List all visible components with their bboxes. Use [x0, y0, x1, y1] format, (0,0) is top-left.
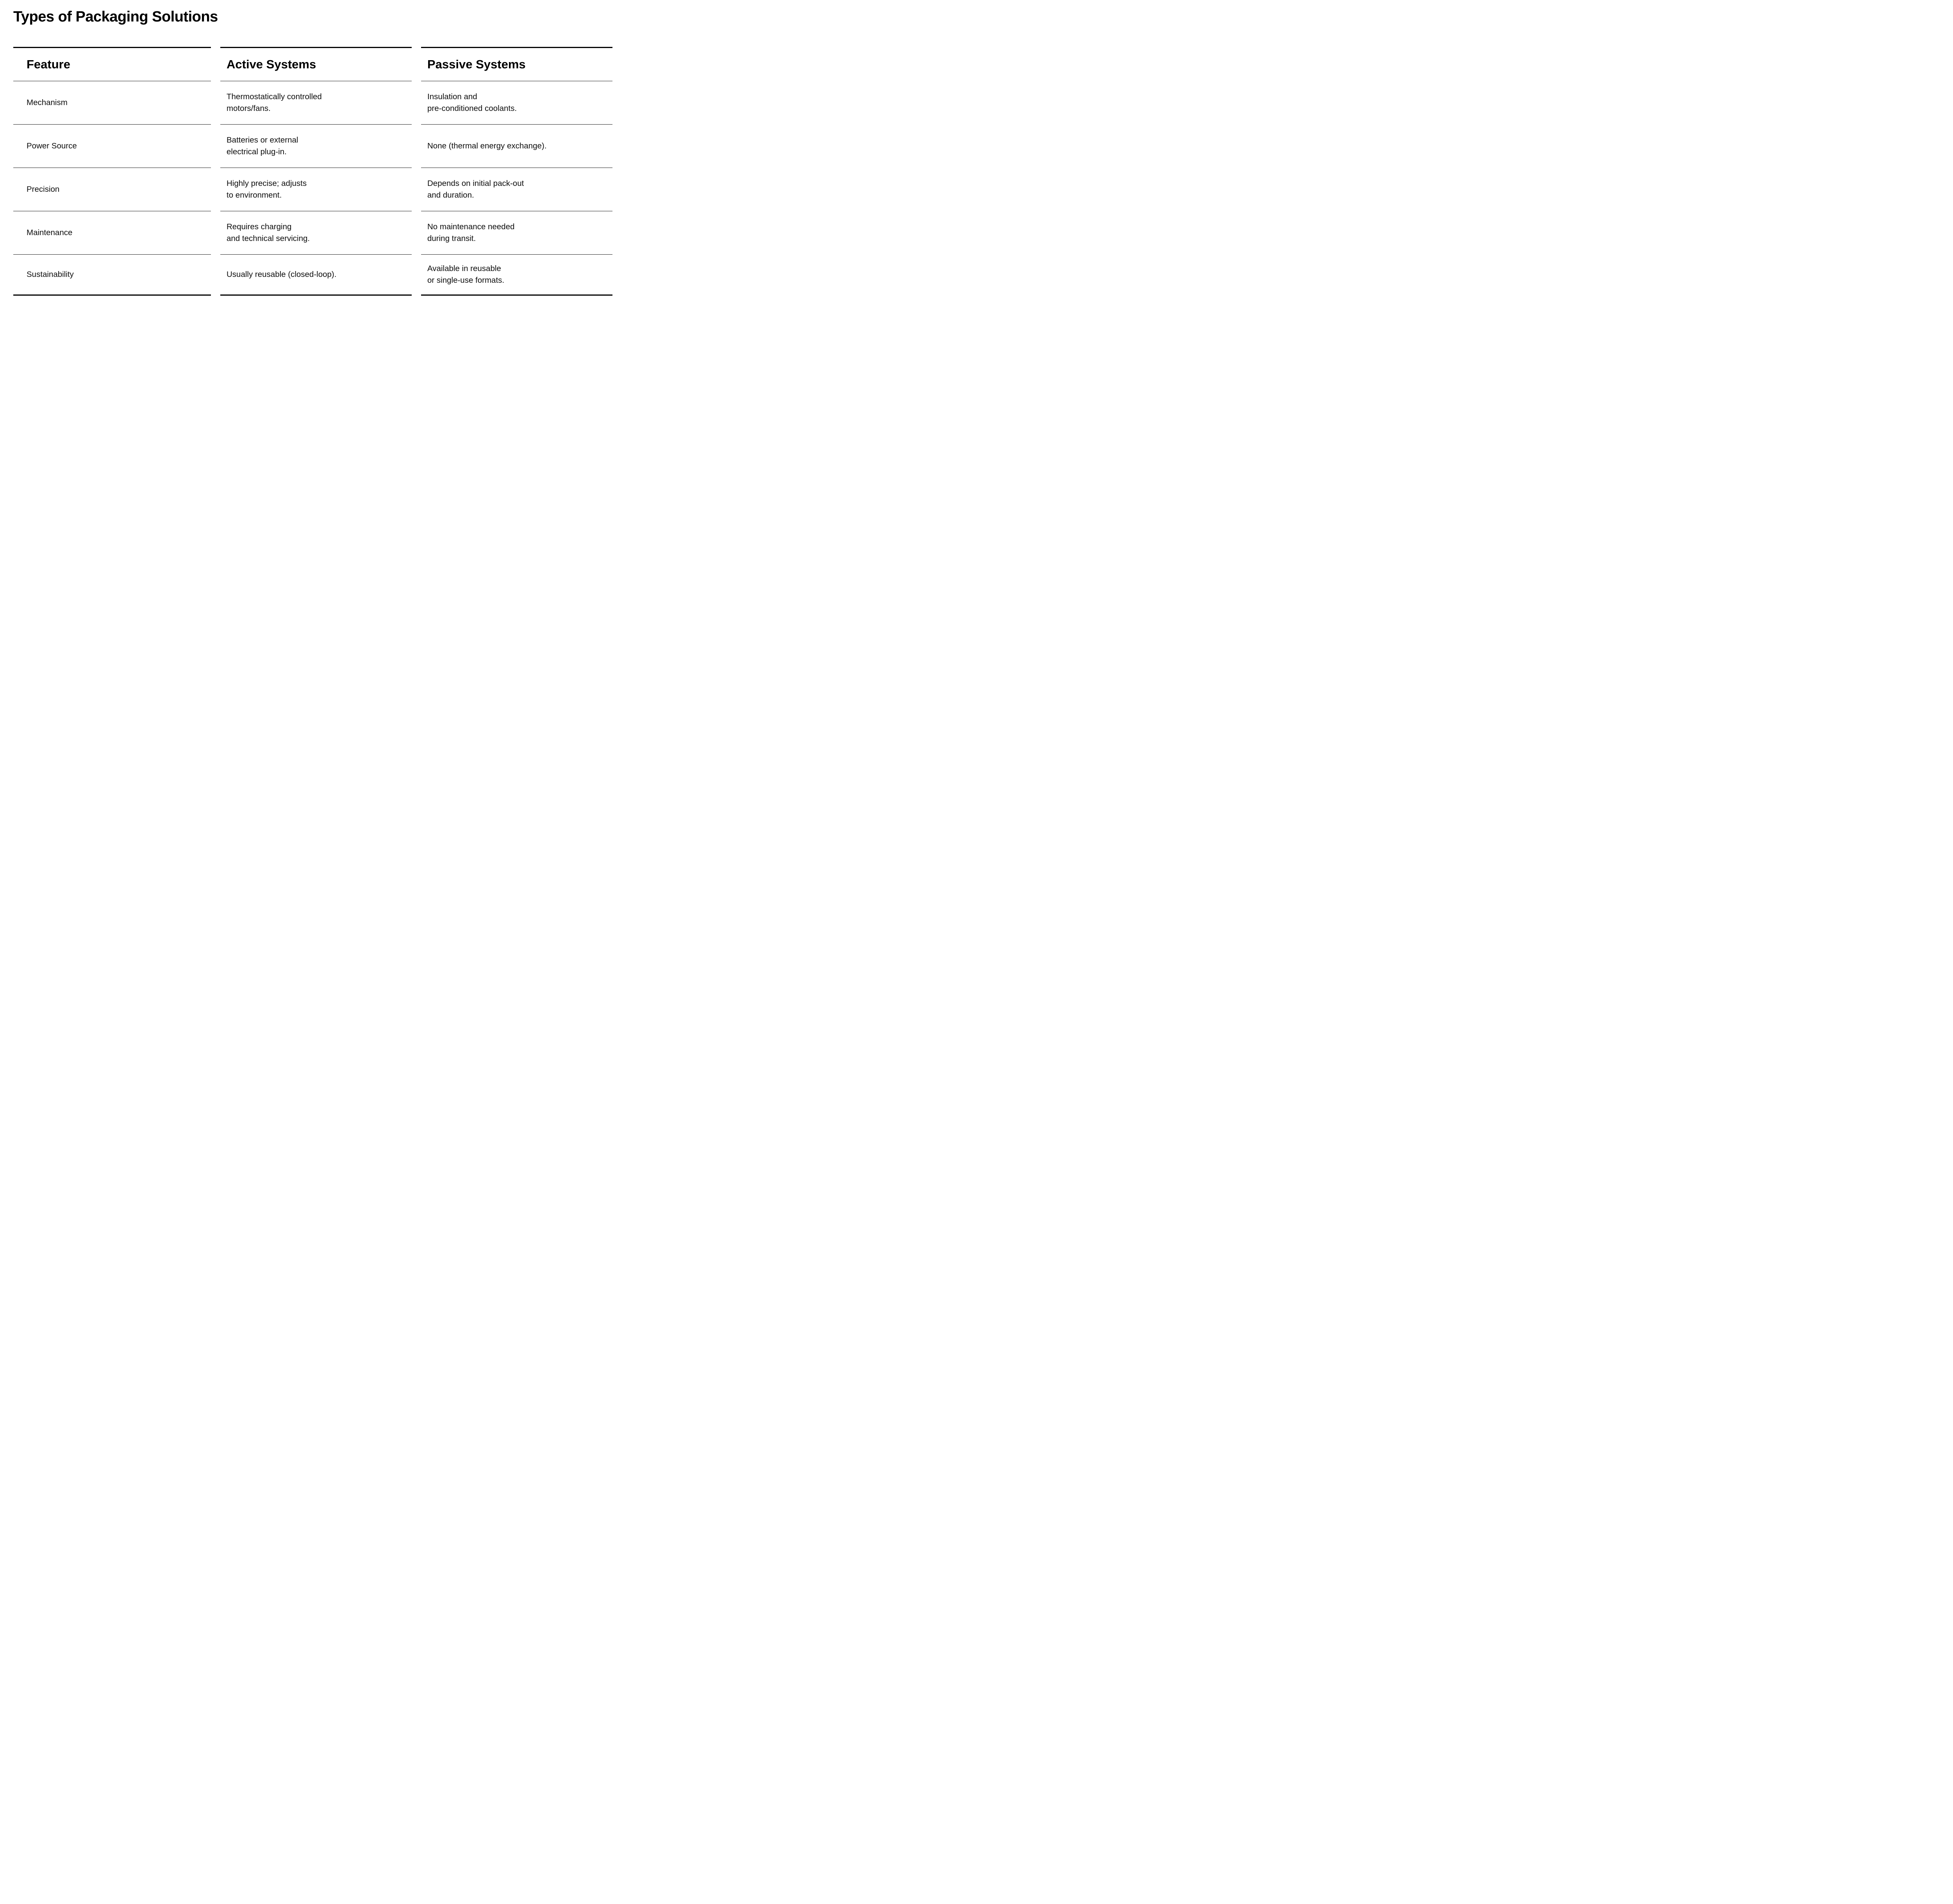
cell-feature: Power Source [13, 125, 211, 168]
cell-active-systems: Thermostatically controlled motors/fans. [220, 81, 412, 125]
column-header-active-systems: Active Systems [220, 47, 412, 81]
cell-passive-systems: Available in reusable or single-use form… [421, 255, 612, 296]
comparison-table: Feature Active Systems Passive Systems M… [4, 47, 622, 296]
table-row: Sustainability Usually reusable (closed-… [13, 255, 612, 296]
header-row: Feature Active Systems Passive Systems [13, 47, 612, 81]
cell-passive-systems: Insulation and pre-conditioned coolants. [421, 81, 612, 125]
column-header-feature: Feature [13, 47, 211, 81]
cell-active-systems: Requires charging and technical servicin… [220, 211, 412, 255]
page-title: Types of Packaging Solutions [13, 9, 218, 25]
table-row: Maintenance Requires charging and techni… [13, 211, 612, 255]
cell-active-systems: Highly precise; adjusts to environment. [220, 168, 412, 211]
cell-active-systems: Usually reusable (closed-loop). [220, 255, 412, 296]
cell-feature: Maintenance [13, 211, 211, 255]
cell-feature: Precision [13, 168, 211, 211]
column-header-passive-systems: Passive Systems [421, 47, 612, 81]
cell-feature: Mechanism [13, 81, 211, 125]
cell-feature: Sustainability [13, 255, 211, 296]
page: Types of Packaging Solutions Feature Act… [0, 0, 625, 381]
table-row: Power Source Batteries or external elect… [13, 125, 612, 168]
table-row: Mechanism Thermostatically controlled mo… [13, 81, 612, 125]
cell-passive-systems: Depends on initial pack-out and duration… [421, 168, 612, 211]
cell-passive-systems: None (thermal energy exchange). [421, 125, 612, 168]
table-row: Precision Highly precise; adjusts to env… [13, 168, 612, 211]
cell-active-systems: Batteries or external electrical plug-in… [220, 125, 412, 168]
cell-passive-systems: No maintenance needed during transit. [421, 211, 612, 255]
